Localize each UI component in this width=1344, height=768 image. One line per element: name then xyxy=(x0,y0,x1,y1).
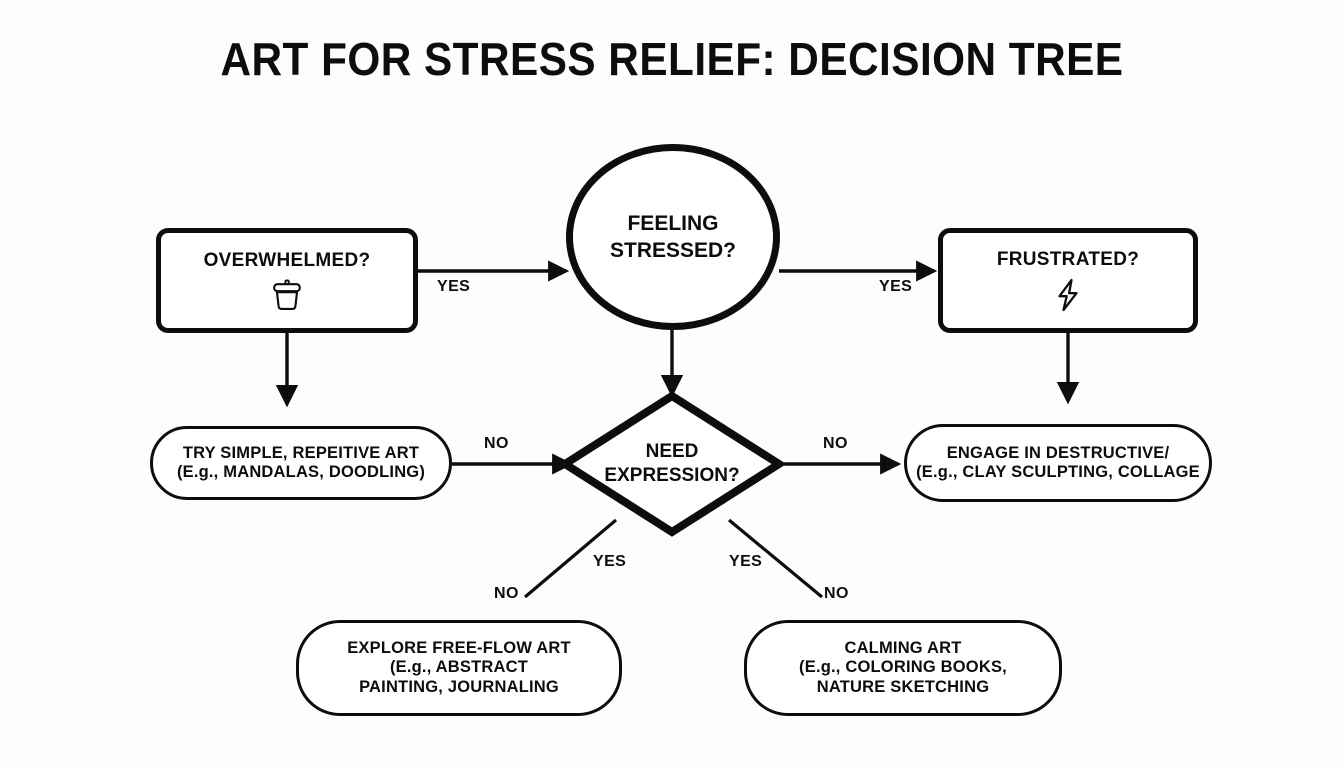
page-title: ART FOR STRESS RELIEF: DECISION TREE xyxy=(220,33,1124,85)
node-feeling-stressed-line1: FEELING xyxy=(627,211,719,235)
node-overwhelmed-label: OVERWHELMED? xyxy=(203,250,371,272)
node-calming-art-line1: CALMING ART xyxy=(844,638,962,657)
node-destructive-art-line2: (E.g., CLAY SCULPTING, COLLAGE xyxy=(916,463,1200,481)
edge-label-calming-yes: YES xyxy=(729,553,763,570)
node-free-flow-art-line3: PAINTING, JOURNALING xyxy=(359,677,559,696)
edge-label-stressed-to-frustrated: YES xyxy=(879,278,913,295)
edge-label-free-flow-no: NO xyxy=(494,585,519,602)
node-calming-art[interactable]: CALMING ART (E.g., COLORING BOOKS, NATUR… xyxy=(744,620,1062,716)
lightning-bolt-icon xyxy=(1054,278,1082,312)
node-free-flow-art-line1: EXPLORE FREE-FLOW ART xyxy=(347,638,571,657)
node-frustrated[interactable]: FRUSTRATED? xyxy=(938,228,1198,333)
node-simple-art[interactable]: TRY SIMPLE, REPEITIVE ART (E.g., MANDALA… xyxy=(150,426,452,500)
edge-label-overwhelmed-to-stressed: YES xyxy=(437,278,471,295)
node-simple-art-line2: (E.g., MANDALAS, DOODLING) xyxy=(176,463,426,481)
pot-icon xyxy=(270,279,304,311)
edge-label-calming-no: NO xyxy=(824,585,849,602)
node-need-expression-text: NEED EXPRESSION? xyxy=(565,396,779,532)
edge-label-simple-art-to-need-expression: NO xyxy=(484,435,509,452)
node-feeling-stressed-text: FEELING STRESSED? xyxy=(610,210,736,265)
node-need-expression-line2: EXPRESSION? xyxy=(604,465,740,486)
node-free-flow-art-line2: (E.g., ABSTRACT xyxy=(389,658,529,677)
node-simple-art-line1: TRY SIMPLE, REPEITIVE ART xyxy=(182,443,420,462)
edge-label-need-expression-to-destructive-art: NO xyxy=(823,435,848,452)
node-feeling-stressed[interactable]: FEELING STRESSED? xyxy=(566,144,780,330)
edge-label-free-flow-yes: YES xyxy=(593,553,627,570)
node-frustrated-label: FRUSTRATED? xyxy=(996,249,1140,271)
node-free-flow-art[interactable]: EXPLORE FREE-FLOW ART (E.g., ABSTRACT PA… xyxy=(296,620,622,716)
node-need-expression[interactable]: NEED EXPRESSION? xyxy=(565,396,779,532)
node-calming-art-line3: NATURE SKETCHING xyxy=(816,677,990,696)
node-destructive-art-line1: ENGAGE IN DESTRUCTIVE/ xyxy=(946,443,1170,462)
node-need-expression-line1: NEED xyxy=(645,441,699,463)
node-destructive-art[interactable]: ENGAGE IN DESTRUCTIVE/ (E.g., CLAY SCULP… xyxy=(904,424,1212,502)
node-feeling-stressed-line2: STRESSED? xyxy=(609,239,737,262)
node-calming-art-line2: (E.g., COLORING BOOKS, xyxy=(799,658,1007,677)
node-overwhelmed[interactable]: OVERWHELMED? xyxy=(156,228,418,333)
